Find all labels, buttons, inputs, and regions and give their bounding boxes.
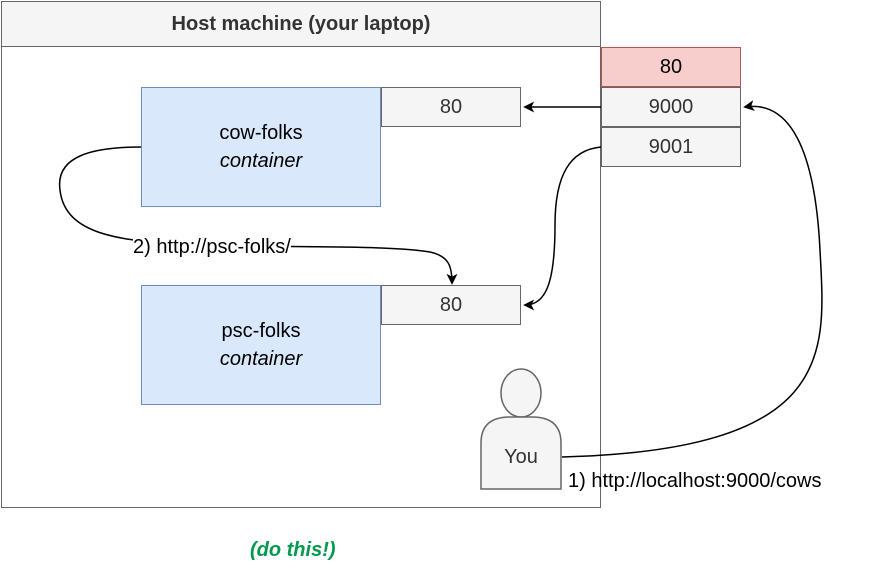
psc-folks-name: psc-folks <box>221 320 301 342</box>
arrow-9001-to-psc-port <box>523 146 602 311</box>
cow-folks-name: cow-folks <box>219 122 303 144</box>
psc-folks-container: psc-folks container <box>141 285 381 405</box>
psc-folks-kind: container <box>219 348 303 370</box>
arrow-cow-to-psc <box>58 146 458 285</box>
cow-folks-container: cow-folks container <box>141 87 381 207</box>
arrow-you-to-9000 <box>561 100 823 458</box>
step-2-label: 2) http://psc-folks/ <box>133 236 291 258</box>
cow-folks-kind: container <box>219 150 303 172</box>
user-body <box>480 416 562 490</box>
host-port-80: 80 <box>601 47 741 87</box>
user-label: You <box>504 446 538 468</box>
user-head <box>500 368 542 418</box>
host-port-9000: 9000 <box>601 87 741 127</box>
host-port-9001: 9001 <box>601 127 741 167</box>
psc-folks-port: 80 <box>381 285 521 325</box>
step-1-label: 1) http://localhost:9000/cows <box>568 470 822 492</box>
host-machine-title: Host machine (your laptop) <box>1 1 601 47</box>
cow-folks-port: 80 <box>381 87 521 127</box>
user-figure <box>480 368 562 490</box>
do-this-note: (do this!) <box>250 539 336 561</box>
